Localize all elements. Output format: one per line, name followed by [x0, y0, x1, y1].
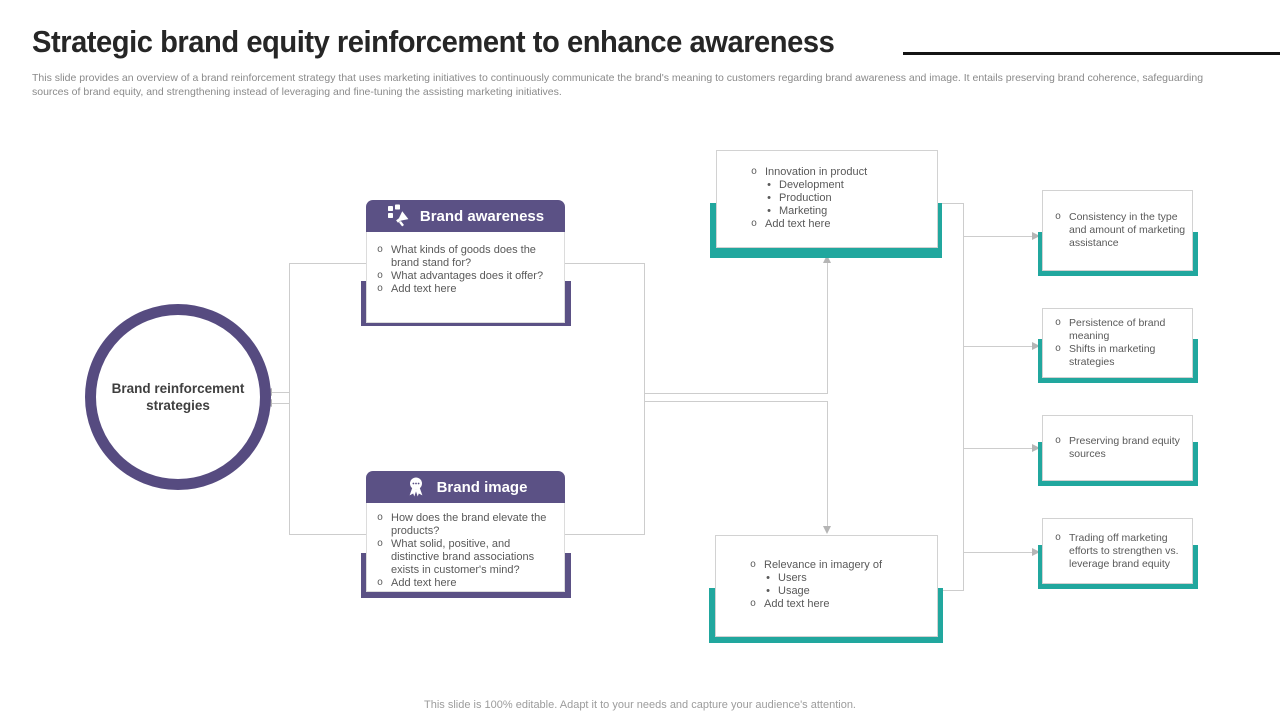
preserving-card: Preserving brand equity sources [1038, 415, 1198, 486]
bullet-item: Add text here [742, 598, 931, 611]
bullet-item: Trading off marketing efforts to strengt… [1047, 532, 1190, 571]
megaphone-icon [387, 204, 411, 228]
sub-bullet-item: Usage [742, 585, 931, 598]
bullet-item: What advantages does it offer? [369, 270, 556, 283]
bullet-item: What solid, positive, and distinctive br… [369, 538, 558, 577]
circle-label: Brand reinforcement strategies [111, 381, 245, 413]
bullet-item: Preserving brand equity sources [1047, 435, 1190, 461]
bullet-item: Consistency in the type and amount of ma… [1047, 211, 1190, 250]
persistence-card: Persistence of brand meaning Shifts in m… [1038, 308, 1198, 383]
connector-up-to-innovation [827, 263, 828, 394]
consistency-card: Consistency in the type and amount of ma… [1038, 190, 1198, 276]
consistency-card-body: Consistency in the type and amount of ma… [1042, 190, 1193, 271]
brand-awareness-body: What kinds of goods does the brand stand… [366, 232, 565, 323]
brand-image-card: Brand image How does the brand elevate t… [361, 471, 571, 598]
bullet-item: Add text here [369, 577, 558, 590]
connector-branch-2 [963, 346, 1033, 347]
sub-bullet-item: Development [743, 179, 931, 192]
connector-mid-top [645, 393, 827, 394]
connector-relevance-right [940, 590, 964, 591]
sub-bullet-item: Marketing [743, 205, 931, 218]
connector-circle-stub-top [271, 392, 289, 393]
arrow-down-icon [823, 526, 831, 534]
preserving-card-body: Preserving brand equity sources [1042, 415, 1193, 481]
bullet-item: Relevance in imagery of [742, 559, 931, 572]
brand-image-header: Brand image [366, 471, 565, 503]
slide-description: This slide provides an overview of a bra… [32, 72, 1204, 98]
connector-innovation-right [938, 203, 964, 204]
arrow-right-icon [1032, 232, 1040, 240]
connector-branch-3 [963, 448, 1033, 449]
relevance-card-body: Relevance in imagery of Users Usage Add … [715, 535, 938, 637]
arrow-right-icon [1032, 548, 1040, 556]
brand-awareness-card: Brand awareness What kinds of goods does… [361, 200, 571, 326]
bullet-item: What kinds of goods does the brand stand… [369, 244, 556, 270]
connector-circle-stub-bottom [271, 403, 289, 404]
connector-branch-4 [963, 552, 1033, 553]
connector-down-to-relevance [827, 401, 828, 527]
trading-card: Trading off marketing efforts to strengt… [1038, 518, 1198, 589]
bullet-item: Add text here [743, 218, 931, 231]
relevance-card: Relevance in imagery of Users Usage Add … [709, 535, 943, 643]
editable-note: This slide is 100% editable. Adapt it to… [424, 699, 856, 711]
trading-card-body: Trading off marketing efforts to strengt… [1042, 518, 1193, 584]
brand-image-title: Brand image [436, 478, 528, 496]
page-title: Strategic brand equity reinforcement to … [32, 24, 835, 59]
brand-awareness-header: Brand awareness [366, 200, 565, 232]
connector-riser [963, 203, 964, 591]
persistence-card-body: Persistence of brand meaning Shifts in m… [1042, 308, 1193, 378]
innovation-card-body: Innovation in product Development Produc… [716, 150, 938, 248]
sub-bullet-item: Production [743, 192, 931, 205]
award-badge-icon [404, 475, 428, 499]
arrow-right-icon [1032, 444, 1040, 452]
arrow-right-icon [1032, 342, 1040, 350]
brand-reinforcement-circle: Brand reinforcement strategies [85, 304, 271, 490]
arrow-up-icon [823, 255, 831, 263]
brand-image-body: How does the brand elevate the products?… [366, 503, 565, 592]
bullet-item: Innovation in product [743, 166, 931, 179]
sub-bullet-item: Users [742, 572, 931, 585]
connector-branch-1 [963, 236, 1033, 237]
title-underline [903, 52, 1280, 55]
connector-mid-bottom [645, 401, 827, 402]
bullet-item: Persistence of brand meaning [1047, 317, 1190, 343]
innovation-card: Innovation in product Development Produc… [710, 150, 942, 258]
bullet-item: Add text here [369, 283, 556, 296]
bullet-item: How does the brand elevate the products? [369, 512, 558, 538]
bullet-item: Shifts in marketing strategies [1047, 343, 1190, 369]
brand-awareness-title: Brand awareness [419, 207, 545, 225]
